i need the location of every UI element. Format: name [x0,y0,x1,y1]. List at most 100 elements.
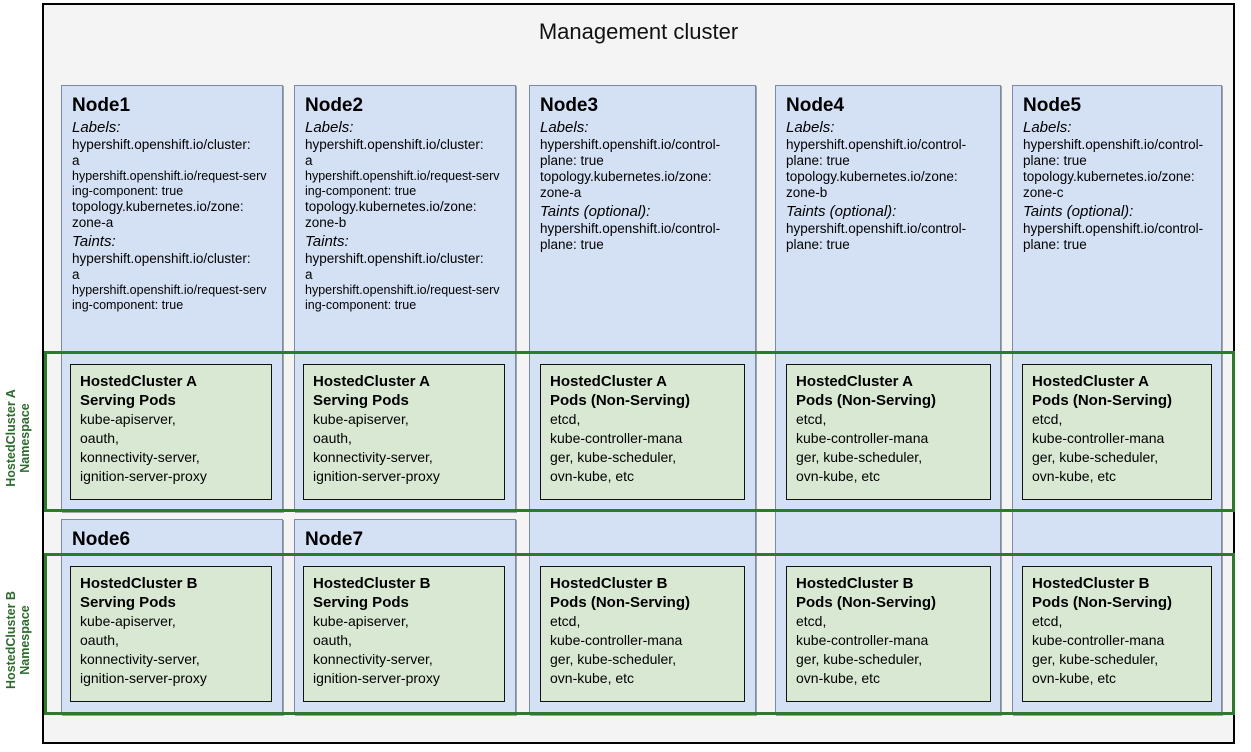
namespace-b-label-line1: HostedCluster B [4,591,18,689]
pod-a1-title-line2: Serving Pods [80,392,176,409]
pod-a5-items: etcd, kube-controller-mana ger, kube-sch… [1032,411,1165,484]
pod-b1-title-line1: HostedCluster B [80,575,198,592]
node2-labels-heading: Labels: [305,119,354,136]
pod-a2-items: kube-apiserver, oauth, konnectivity-serv… [313,411,440,484]
pod-b4-items: etcd, kube-controller-mana ger, kube-sch… [796,613,929,686]
pod-b5-title-line2: Pods (Non-Serving) [1032,594,1173,611]
node2-label-5: zone-b [305,215,347,230]
pod-b5-title-line1: HostedCluster B [1032,575,1150,592]
pod-a3-title-line2: Pods (Non-Serving) [550,392,691,409]
node1-taint-1: a [72,267,80,282]
node1-taint-0: hypershift.openshift.io/cluster: [72,251,251,266]
node5-title: Node5 [1023,95,1082,116]
node5-label-2: topology.kubernetes.io/zone: [1023,169,1195,184]
node5-taints-heading: Taints (optional): [1023,203,1134,220]
pod-box-a-node3: HostedCluster A Pods (Non-Serving) etcd,… [540,364,745,500]
node4-label-1: plane: true [786,153,850,168]
node5-label-0: hypershift.openshift.io/control- [1023,137,1204,152]
node1-label-1: a [72,153,80,168]
pod-b1-title-line2: Serving Pods [80,594,176,611]
node1-label-2: hypershift.openshift.io/request-serv [72,169,267,183]
node3-label-1: plane: true [540,153,604,168]
node4-label-3: zone-b [786,185,828,200]
node3-taints-heading: Taints (optional): [540,203,651,220]
pod-b4-title-line2: Pods (Non-Serving) [796,594,937,611]
pod-b3-title-line2: Pods (Non-Serving) [550,594,691,611]
node7-title: Node7 [305,529,364,550]
node2-taint-1: a [305,267,313,282]
pod-a4-title-line2: Pods (Non-Serving) [796,392,937,409]
pod-a5-title-line2: Pods (Non-Serving) [1032,392,1173,409]
pod-a1-items: kube-apiserver, oauth, konnectivity-serv… [80,411,207,484]
node4-labels-heading: Labels: [786,119,835,136]
pod-b2-items: kube-apiserver, oauth, konnectivity-serv… [313,613,440,686]
node2-label-2: hypershift.openshift.io/request-serv [305,169,500,183]
pod-b3-items: etcd, kube-controller-mana ger, kube-sch… [550,613,683,686]
pod-box-b-node6: HostedCluster B Serving Pods kube-apiser… [70,566,272,702]
node3-labels-heading: Labels: [540,119,589,136]
node3-taint-0: hypershift.openshift.io/control- [540,221,721,236]
node2-label-3: ing-component: true [305,184,417,198]
node3-taint-1: plane: true [540,237,604,252]
node2-taint-0: hypershift.openshift.io/cluster: [305,251,484,266]
node4-label-2: topology.kubernetes.io/zone: [786,169,958,184]
namespace-a-label-line1: HostedCluster A [4,389,18,487]
node1-taint-3: ing-component: true [72,298,184,312]
node1-taints-heading: Taints: [72,233,116,250]
pod-a3-items: etcd, kube-controller-mana ger, kube-sch… [550,411,683,484]
node4-taint-0: hypershift.openshift.io/control- [786,221,967,236]
node5-label-1: plane: true [1023,153,1087,168]
pod-a5-title-line1: HostedCluster A [1032,373,1149,390]
pod-a2-title-line1: HostedCluster A [313,373,430,390]
pod-box-a-node5: HostedCluster A Pods (Non-Serving) etcd,… [1022,364,1212,500]
pod-box-a-node1: HostedCluster A Serving Pods kube-apiser… [70,364,272,500]
namespace-a-label-line2: Namespace [18,403,32,473]
node5-taint-0: hypershift.openshift.io/control- [1023,221,1204,236]
pod-a2-title-line2: Serving Pods [313,392,409,409]
pod-box-b-node7: HostedCluster B Serving Pods kube-apiser… [303,566,505,702]
node3-label-0: hypershift.openshift.io/control- [540,137,721,152]
pod-a4-items: etcd, kube-controller-mana ger, kube-sch… [796,411,929,484]
node2-title: Node2 [305,95,364,116]
pod-b2-title-line1: HostedCluster B [313,575,431,592]
node5-taint-1: plane: true [1023,237,1087,252]
pod-a3-title-line1: HostedCluster A [550,373,667,390]
node1-label-3: ing-component: true [72,184,184,198]
node4-taint-1: plane: true [786,237,850,252]
namespace-b-label-line2: Namespace [18,605,32,675]
pod-b4-title-line1: HostedCluster B [796,575,914,592]
node5-label-3: zone-c [1023,185,1064,200]
node1-label-0: hypershift.openshift.io/cluster: [72,137,251,152]
node2-label-1: a [305,153,313,168]
pod-b5-items: etcd, kube-controller-mana ger, kube-sch… [1032,613,1165,686]
pod-box-a-node2: HostedCluster A Serving Pods kube-apiser… [303,364,505,500]
pod-box-b-node3: HostedCluster B Pods (Non-Serving) etcd,… [540,566,745,702]
node3-label-2: topology.kubernetes.io/zone: [540,169,712,184]
node1-labels-heading: Labels: [72,119,121,136]
pod-b3-title-line1: HostedCluster B [550,575,668,592]
pod-box-a-node4: HostedCluster A Pods (Non-Serving) etcd,… [786,364,991,500]
node2-taint-3: ing-component: true [305,298,417,312]
pod-a1-title-line1: HostedCluster A [80,373,197,390]
node4-taints-heading: Taints (optional): [786,203,897,220]
node2-label-0: hypershift.openshift.io/cluster: [305,137,484,152]
node4-title: Node4 [786,95,845,116]
node1-label-4: topology.kubernetes.io/zone: [72,199,244,214]
management-cluster-title: Management cluster [538,19,739,44]
node1-label-5: zone-a [72,215,114,230]
node1-title: Node1 [72,95,131,116]
pod-b2-title-line2: Serving Pods [313,594,409,611]
node2-label-4: topology.kubernetes.io/zone: [305,199,477,214]
node3-label-3: zone-a [540,185,582,200]
node2-taint-2: hypershift.openshift.io/request-serv [305,283,500,297]
node1-taint-2: hypershift.openshift.io/request-serv [72,283,267,297]
node6-title: Node6 [72,529,131,550]
pod-b1-items: kube-apiserver, oauth, konnectivity-serv… [80,613,207,686]
pod-box-b-node5: HostedCluster B Pods (Non-Serving) etcd,… [1022,566,1212,702]
pod-box-b-node4: HostedCluster B Pods (Non-Serving) etcd,… [786,566,991,702]
namespace-label-hostedcluster-b: HostedCluster B Namespace [4,585,32,695]
node4-label-0: hypershift.openshift.io/control- [786,137,967,152]
node2-taints-heading: Taints: [305,233,349,250]
node5-labels-heading: Labels: [1023,119,1072,136]
